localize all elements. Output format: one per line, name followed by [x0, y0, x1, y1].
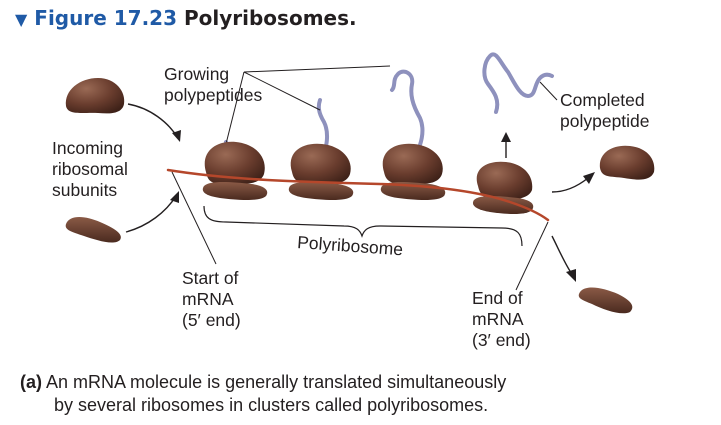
incoming-small-subunit: [65, 217, 121, 243]
label-end-mrna: End of mRNA (3′ end): [472, 288, 531, 350]
figure-title: ▼ Figure 17.23 Polyribosomes.: [15, 6, 357, 30]
incoming-large-subunit: [65, 78, 125, 114]
release-arrow-top: [551, 177, 589, 193]
caption-line-2: by several ribosomes in clusters called …: [54, 395, 489, 415]
figure-number: Figure 17.23: [34, 6, 178, 30]
release-arrow-bottom: [551, 235, 573, 275]
polypeptide-3: [390, 69, 425, 164]
label-start-mrna: Start of mRNA (5′ end): [182, 268, 241, 330]
released-large-subunit: [599, 145, 655, 180]
label-incoming-subunits: Incoming ribosomal subunits: [52, 138, 128, 200]
ribosome-3: [380, 143, 446, 200]
label-growing-polypeptides: Growing polypeptides: [164, 64, 263, 105]
polyribosome-brace: [203, 205, 523, 247]
label-completed-polypeptide: Completed polypeptide: [560, 90, 650, 131]
ribosome-1: [202, 141, 268, 200]
caption-line-1: An mRNA molecule is generally translated…: [46, 372, 507, 392]
ribosome-4: [472, 161, 534, 214]
mrna-strand: [166, 168, 550, 222]
incoming-arrow-bottom: [125, 195, 177, 233]
figure-marker: ▼: [15, 10, 28, 29]
caption-part: (a): [20, 372, 42, 392]
incoming-arrow-top: [127, 103, 179, 139]
completed-polypeptide: [482, 52, 554, 114]
figure-caption: (a) An mRNA molecule is generally transl…: [20, 371, 506, 417]
released-small-subunit: [578, 287, 633, 314]
figure-name: Polyribosomes.: [183, 6, 357, 30]
ribosome-2: [288, 143, 354, 200]
